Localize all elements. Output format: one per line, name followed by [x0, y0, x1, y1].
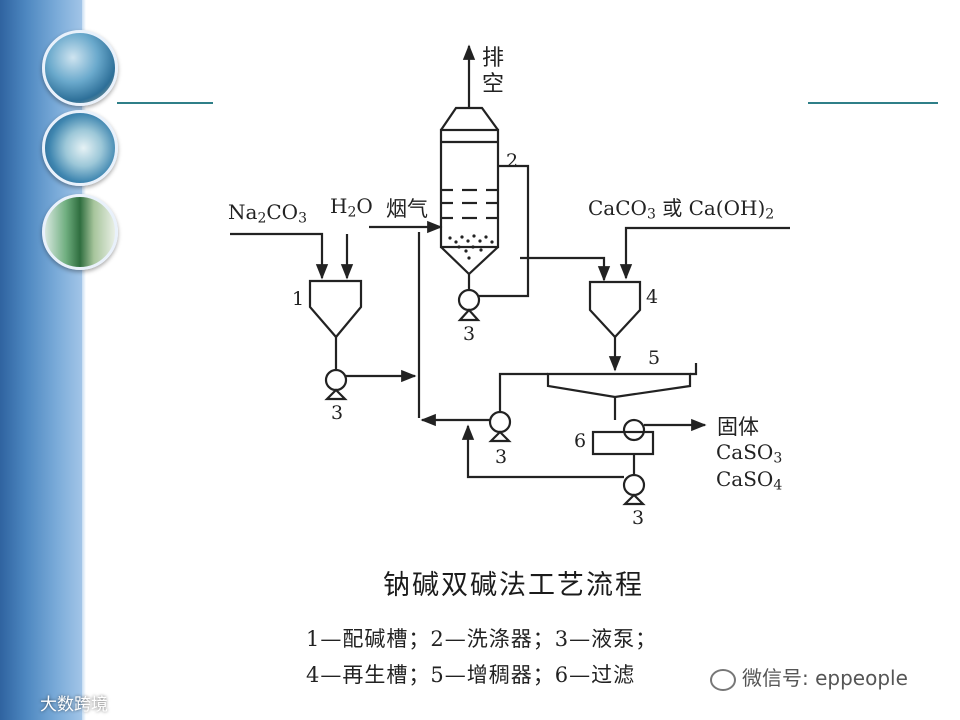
- thickener: [546, 372, 692, 399]
- caso3-label: CaSO3: [716, 440, 783, 467]
- bottles-thumbnail: [42, 194, 118, 270]
- number-1: 1: [292, 288, 305, 310]
- pipe-thumbnail: [42, 110, 118, 186]
- na2co3-label: Na2CO3: [228, 200, 307, 227]
- alkali-tank: [308, 279, 363, 339]
- caso4-label: CaSO4: [716, 467, 783, 494]
- regenerator-tank: [588, 280, 642, 339]
- watermark-left: 大数跨境: [40, 695, 108, 715]
- legend-line-2: 4—再生槽；5—增稠器；6—过滤: [306, 663, 636, 687]
- diagram-caption: 钠碱双碱法工艺流程: [383, 570, 644, 601]
- number-3-tank1: 3: [331, 402, 344, 424]
- filter: [591, 430, 655, 456]
- exhaust-label-2: 空: [482, 72, 505, 97]
- scrubber-bottom: [440, 246, 499, 276]
- number-6: 6: [574, 430, 587, 452]
- number-3-bottom: 3: [632, 507, 645, 529]
- solid-label: 固体: [717, 415, 759, 439]
- legend-line-1: 1—配碱槽；2—洗涤器；3—液泵；: [306, 627, 658, 651]
- watermark-right: 微信号: eppeople: [710, 662, 908, 691]
- number-3-scrubber: 3: [463, 323, 476, 345]
- water-thumbnail: [42, 30, 118, 106]
- scrubber-top: [440, 106, 499, 131]
- pump-scrubber: [457, 288, 481, 312]
- number-4: 4: [646, 286, 659, 308]
- decorative-line-right: [808, 102, 938, 104]
- caco3-label: CaCO3 或 Ca(OH)2: [588, 196, 775, 223]
- wechat-icon: [710, 668, 736, 691]
- flue-gas-label: 烟气: [386, 197, 428, 221]
- pump-middle: [488, 410, 512, 434]
- pump-bottom: [622, 473, 646, 497]
- scrubber-tower: [439, 128, 500, 249]
- decorative-line-left: [117, 102, 213, 104]
- number-2: 2: [506, 150, 519, 172]
- pump-filter-top: [622, 418, 646, 442]
- number-3-middle: 3: [495, 446, 508, 468]
- exhaust-label-1: 排: [482, 46, 505, 71]
- h2o-label: H2O: [330, 194, 373, 221]
- number-5: 5: [648, 347, 661, 369]
- pump-1: [324, 368, 348, 392]
